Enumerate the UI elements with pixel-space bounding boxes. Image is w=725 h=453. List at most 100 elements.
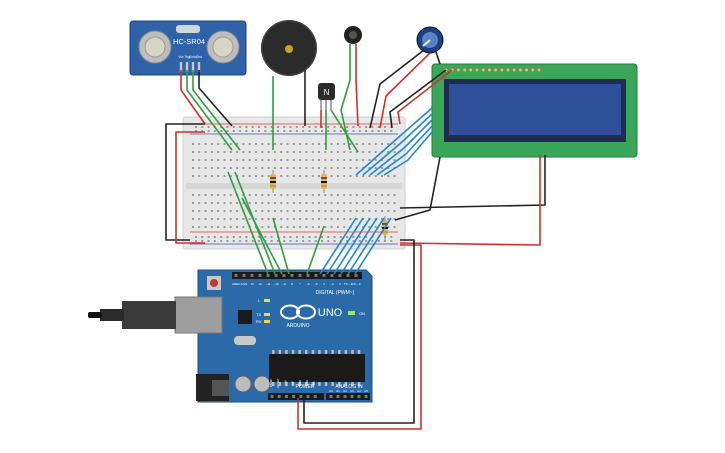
power-pin-label: 3.3V — [283, 380, 287, 386]
breadboard-hole — [324, 194, 327, 196]
breadboard-hole — [308, 130, 311, 132]
breadboard-hole — [292, 143, 295, 145]
wire-us-trig — [186, 70, 233, 151]
breadboard-hole — [292, 226, 295, 228]
breadboard-hole — [217, 226, 220, 228]
breadboard-hole — [217, 218, 220, 220]
breadboard-hole — [270, 126, 273, 128]
breadboard-hole — [381, 218, 383, 220]
breadboard-hole — [236, 167, 239, 169]
breadboard-hole — [273, 151, 276, 153]
breadboard-hole — [255, 151, 257, 153]
breadboard-hole — [384, 240, 386, 242]
breadboard-hole — [273, 194, 276, 196]
breadboard-hole — [198, 194, 201, 196]
breadboard-hole — [217, 167, 220, 169]
breadboard-hole — [280, 194, 283, 196]
power-pin-label: Vin — [312, 381, 316, 385]
breadboard-hole — [242, 218, 245, 220]
lcd-pin — [487, 67, 492, 73]
breadboard-hole — [305, 202, 308, 204]
wire-pot-1 — [369, 49, 425, 129]
lcd-pin — [481, 67, 486, 73]
breadboard-hole — [207, 130, 210, 132]
wire-pot-2 — [379, 52, 431, 129]
header-pin-label: 4 — [323, 282, 325, 286]
ultrasonic-pin-label: Echo — [189, 55, 196, 59]
header-pin — [290, 274, 294, 277]
transistor-label: N — [324, 88, 330, 97]
header-pin — [284, 395, 288, 398]
breadboard-hole — [393, 151, 396, 153]
breadboard-hole — [374, 159, 377, 161]
header-pin — [364, 395, 368, 398]
breadboard-hole — [245, 130, 248, 132]
breadboard-hole — [393, 210, 396, 212]
breadboard-hole — [198, 159, 201, 161]
wire-us-gnd — [198, 70, 233, 127]
wire-ard-green-4 — [272, 217, 290, 275]
breadboard-hole — [330, 194, 333, 196]
breadboard-hole — [204, 151, 207, 153]
analog-pin-label: A0 — [329, 389, 333, 393]
header-pin — [234, 274, 238, 277]
header-pin-label: 7 — [299, 282, 301, 286]
header-pin — [346, 274, 350, 277]
breadboard-hole — [264, 130, 267, 132]
breadboard-hole — [236, 226, 239, 228]
breadboard-hole — [346, 126, 349, 128]
breadboard-hole — [390, 240, 393, 242]
breadboard-hole — [273, 159, 276, 161]
breadboard-hole — [223, 151, 226, 153]
breadboard-hole — [333, 126, 336, 128]
breadboard-hole — [236, 143, 239, 145]
breadboard-hole — [393, 226, 396, 228]
wire-lcd-rw — [394, 156, 441, 221]
arduino-model: UNO — [318, 307, 343, 319]
breadboard-hole — [204, 175, 207, 177]
breadboard-hole — [226, 236, 229, 238]
breadboard-hole — [261, 167, 264, 169]
breadboard-hole — [318, 167, 320, 169]
breadboard-hole — [223, 194, 226, 196]
breadboard-hole — [201, 130, 204, 132]
breadboard-hole — [267, 226, 270, 228]
breadboard-hole — [343, 194, 346, 196]
breadboard-hole — [393, 175, 396, 177]
breadboard-hole — [368, 226, 371, 228]
breadboard-hole — [330, 159, 333, 161]
header-pin — [306, 395, 310, 398]
lcd-pin — [493, 67, 498, 73]
breadboard-hole — [349, 218, 352, 220]
breadboard-hole — [299, 143, 302, 145]
breadboard-hole — [327, 240, 330, 242]
breadboard-hole — [390, 130, 393, 132]
breadboard-hole — [223, 143, 226, 145]
tx-label: TX — [256, 312, 261, 317]
analog-pin-label: A2 — [343, 389, 347, 393]
breadboard-hole — [258, 240, 260, 242]
breadboard-hole — [321, 240, 323, 242]
wire-us-echo — [192, 70, 241, 151]
breadboard-hole — [368, 151, 371, 153]
breadboard-hole — [314, 240, 317, 242]
breadboard-hole — [343, 210, 346, 212]
breadboard-hole — [352, 126, 355, 128]
breadboard-hole — [302, 236, 305, 238]
breadboard-hole — [289, 240, 292, 242]
lcd-pin — [512, 67, 517, 73]
chip-leg — [344, 382, 348, 386]
header-pin-label: ~3 — [330, 282, 334, 286]
chip-leg — [278, 350, 282, 354]
analog-pin-label: A5 — [364, 389, 368, 393]
breadboard-hole — [255, 159, 257, 161]
breadboard-hole — [210, 143, 213, 145]
breadboard-hole — [201, 240, 204, 242]
breadboard-hole — [327, 126, 330, 128]
breadboard-hole — [207, 240, 210, 242]
breadboard-hole — [261, 226, 264, 228]
breadboard-hole — [362, 194, 365, 196]
breadboard-hole — [311, 210, 314, 212]
breadboard-hole — [387, 202, 390, 204]
